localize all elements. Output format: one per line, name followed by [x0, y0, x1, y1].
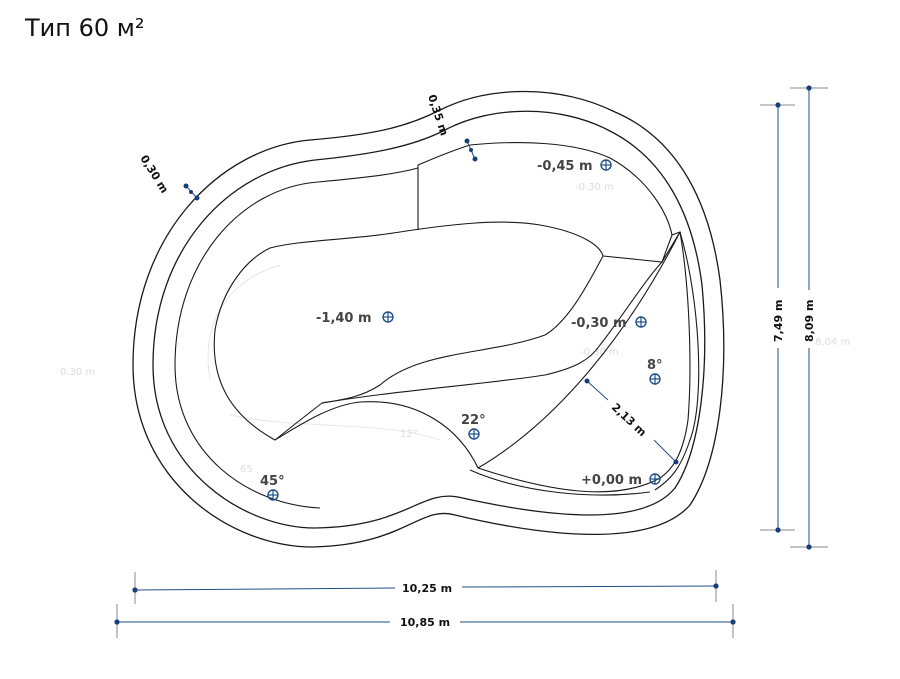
pool-wall-edge — [152, 110, 706, 529]
depth-label-3: -0,30 m — [571, 316, 627, 331]
shallow-slope-upper — [321, 261, 663, 404]
angle-label-3: 45° — [260, 474, 285, 489]
angle-label-1: 8° — [647, 358, 663, 373]
svg-text:65: 65 — [240, 464, 253, 475]
angle-marker-2: 22° — [461, 413, 486, 440]
angle-marker-1: 8° — [647, 358, 663, 385]
width-outer-dim: 10,85 m — [114, 604, 736, 638]
page-title: Тип 60 м² — [25, 14, 145, 42]
depth-marker-1: -0,45 m — [537, 159, 612, 174]
step-dim-label: 2,13 m — [609, 401, 649, 439]
wall-dim-left: 0,30 m — [137, 153, 200, 201]
depth-marker-4: +0,00 m — [581, 473, 661, 488]
pool-outer-edge — [132, 90, 725, 548]
depth-label-2: -1,40 m — [316, 311, 372, 326]
width-inner-dim: 10,25 m — [132, 570, 719, 604]
step-dim: 2,13 m — [584, 378, 679, 465]
shallow-slope-lower — [274, 401, 479, 469]
depth-label-4: +0,00 m — [581, 473, 642, 488]
pool-water-line — [174, 142, 691, 509]
entry-step-b — [469, 469, 651, 496]
svg-text:-0.30 m: -0.30 m — [580, 347, 619, 358]
entry-ramp — [477, 231, 681, 469]
svg-text:12°: 12° — [400, 429, 418, 440]
svg-text:0.30 m: 0.30 m — [60, 367, 95, 378]
bench-wall — [417, 168, 681, 263]
deep-zone-outline — [213, 221, 604, 441]
angle-marker-3: 45° — [260, 474, 285, 501]
svg-text:-0.30 m: -0.30 m — [575, 182, 614, 193]
height-inner-dim: 7,49 m — [760, 102, 795, 533]
depth-label-1: -0,45 m — [537, 159, 593, 174]
height-outer-dim: 8,09 m — [790, 85, 828, 550]
height-outer-label: 8,09 m — [803, 300, 816, 342]
width-outer-label: 10,85 m — [400, 616, 450, 629]
width-inner-label: 10,25 m — [402, 582, 452, 595]
depth-marker-3: -0,30 m — [571, 316, 647, 331]
angle-label-2: 22° — [461, 413, 486, 428]
ghost-guides: 0.30 m -0.30 m -0.30 m 12° 65 8,04 m — [60, 182, 850, 475]
depth-marker-2: -1,40 m — [316, 311, 394, 326]
wall-dim-left-label: 0,30 m — [137, 153, 171, 196]
entry-step-a — [477, 467, 661, 493]
height-inner-label: 7,49 m — [772, 300, 785, 342]
pool-right-ring — [654, 231, 700, 491]
svg-text:8,04 m: 8,04 m — [815, 337, 850, 348]
